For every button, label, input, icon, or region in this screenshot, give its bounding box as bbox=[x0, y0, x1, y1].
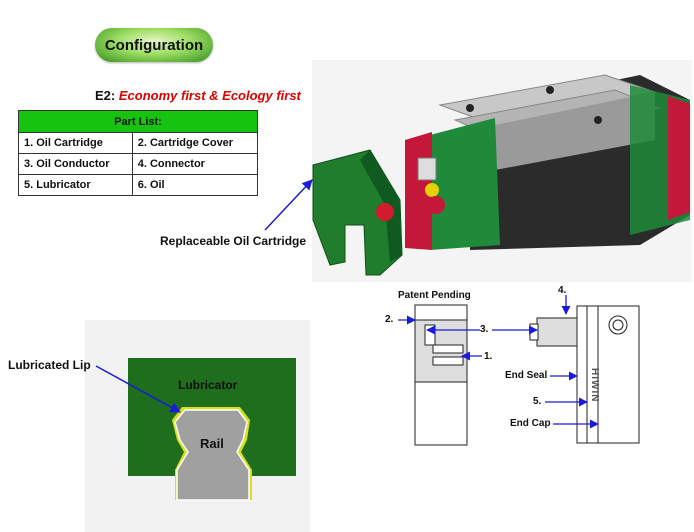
part-list-heading: Part List: bbox=[18, 110, 258, 133]
subtitle-code: E2: bbox=[95, 88, 116, 103]
lubricated-lip-label: Lubricated Lip bbox=[8, 358, 91, 372]
oil-cartridge-illustration bbox=[312, 149, 403, 276]
patent-section-drawing bbox=[414, 304, 468, 446]
part-list-table: Part List: 1. Oil Cartridge 2. Cartridge… bbox=[18, 110, 259, 196]
table-row: 5. Lubricator 6. Oil bbox=[18, 174, 259, 196]
callout-3: 3. bbox=[480, 324, 489, 335]
subtitle: E2: Economy first & Ecology first bbox=[95, 88, 301, 103]
part-cell: 6. Oil bbox=[131, 174, 259, 196]
lubricator-cross-section bbox=[85, 320, 310, 532]
part-cell: 4. Connector bbox=[131, 153, 259, 175]
table-row: 1. Oil Cartridge 2. Cartridge Cover bbox=[18, 132, 259, 154]
page-title: Configuration bbox=[104, 36, 204, 54]
part-cell: 5. Lubricator bbox=[18, 174, 133, 196]
callout-5: 5. bbox=[533, 396, 542, 407]
end-cap-label: End Cap bbox=[510, 418, 551, 429]
callout-2: 2. bbox=[385, 314, 394, 325]
brand-mark: HIWIN bbox=[589, 368, 600, 403]
part-cell: 1. Oil Cartridge bbox=[18, 132, 133, 154]
replaceable-label: Replaceable Oil Cartridge bbox=[160, 234, 307, 248]
rail-label: Rail bbox=[200, 436, 224, 451]
end-seal-label: End Seal bbox=[505, 370, 548, 381]
callout-1: 1. bbox=[484, 351, 493, 362]
lip-arrow bbox=[95, 365, 181, 413]
configuration-badge: Configuration bbox=[95, 28, 213, 62]
lubricator-label: Lubricator bbox=[178, 378, 238, 392]
subtitle-text: Economy first & Ecology first bbox=[118, 88, 301, 103]
part-cell: 2. Cartridge Cover bbox=[131, 132, 259, 154]
callout-4: 4. bbox=[558, 285, 567, 296]
cartridge-arrow bbox=[264, 179, 313, 231]
patent-label: Patent Pending bbox=[398, 290, 471, 301]
